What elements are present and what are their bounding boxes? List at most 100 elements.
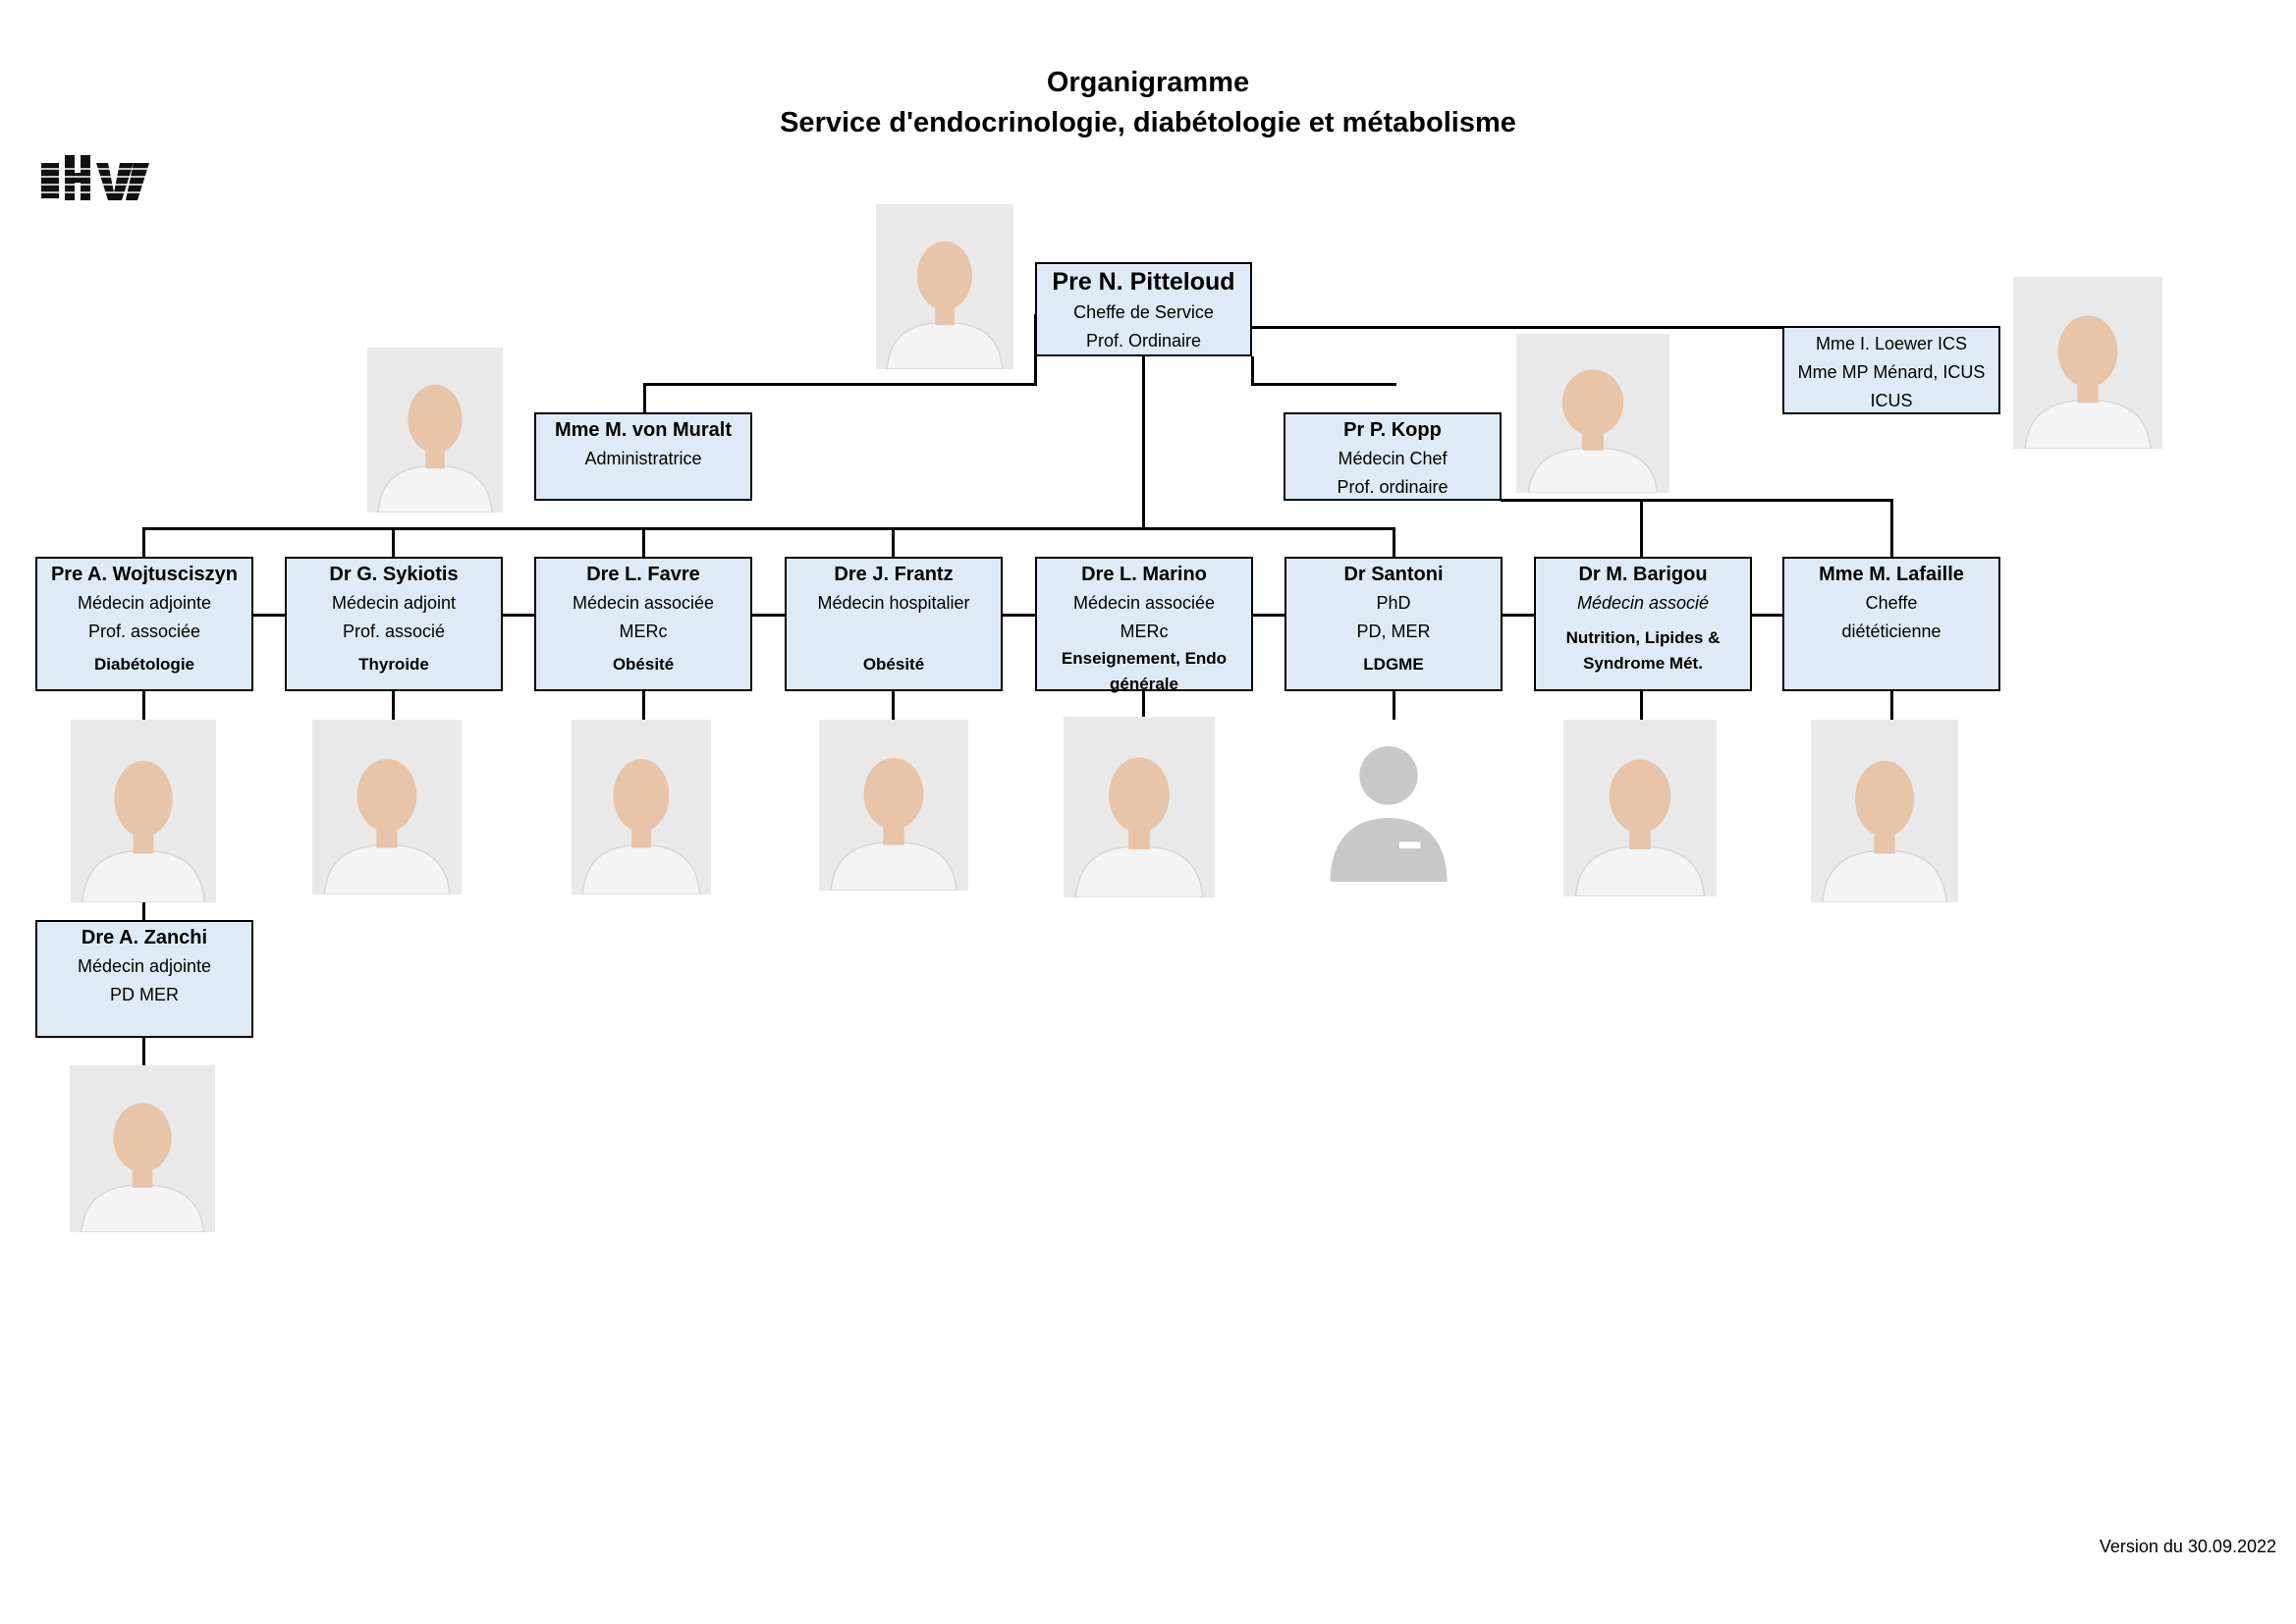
favre-name: Dre L. Favre: [586, 564, 700, 585]
photo-von-muralt: [367, 348, 503, 513]
kopp-name: Pr P. Kopp: [1343, 419, 1442, 441]
connector-photo-5: [1142, 690, 1145, 720]
portrait-silhouette: [1516, 334, 1669, 493]
frantz-name: Dre J. Frantz: [834, 564, 954, 585]
connector-drop-6: [1393, 527, 1395, 558]
connector-barigou-v: [1640, 499, 1643, 558]
connector-admin-v: [643, 383, 646, 414]
connector-kopp-down-h: [1501, 499, 1893, 502]
connector-photo-2: [392, 690, 395, 720]
connector-photo-6: [1393, 690, 1395, 720]
box-chief: Pre N. Pitteloud Cheffe de Service Prof.…: [1035, 262, 1252, 356]
connector-zanchi-v: [142, 898, 145, 920]
sykiotis-name: Dr G. Sykiotis: [329, 564, 459, 585]
favre-role: Médecin associée: [572, 593, 715, 613]
photo-barigou: [1563, 720, 1717, 896]
chuv-logo: [39, 155, 153, 200]
lafaille-name: Mme M. Lafaille: [1819, 564, 1964, 585]
box-frantz: Dre J. Frantz Médecin hospitalier Obésit…: [785, 557, 1003, 691]
box-marino: Dre L. Marino Médecin associée MERc Ense…: [1035, 557, 1253, 693]
photo-frantz: [819, 720, 968, 891]
portrait-silhouette: [2013, 277, 2162, 449]
connector-photo-4: [892, 690, 895, 720]
chief-role: Cheffe de Service: [1073, 302, 1214, 322]
santoni-title: PD, MER: [1356, 622, 1431, 641]
frantz-role: Médecin hospitalier: [817, 593, 970, 613]
box-favre: Dre L. Favre Médecin associée MERc Obési…: [534, 557, 752, 691]
nursing-line3: ICUS: [1870, 391, 1913, 410]
connector-level2-h: [142, 527, 1395, 530]
connector-lafaille-v: [1890, 499, 1893, 558]
favre-specialty: Obésité: [612, 655, 675, 674]
connector-photo-8: [1890, 690, 1893, 720]
chart-subtitle: Service d'endocrinologie, diabétologie e…: [780, 107, 1516, 138]
barigou-name: Dr M. Barigou: [1578, 564, 1708, 585]
version-label: Version du 30.09.2022: [2099, 1537, 2276, 1556]
photo-lafaille: [1811, 720, 1958, 902]
portrait-silhouette: [876, 204, 1013, 369]
barigou-specialty: Nutrition, Lipides & Syndrome Mét.: [1565, 628, 1721, 673]
connector-nursing-h: [1251, 326, 1783, 329]
connector-drop-3: [642, 527, 645, 558]
connector-drop-4: [892, 527, 895, 558]
zanchi-role: Médecin adjointe: [77, 956, 212, 976]
nursing-line2: Mme MP Ménard, ICUS: [1797, 362, 1986, 382]
box-kopp: Pr P. Kopp Médecin Chef Prof. ordinaire: [1284, 412, 1502, 501]
kopp-title: Prof. ordinaire: [1337, 477, 1449, 497]
kopp-role: Médecin Chef: [1338, 449, 1448, 468]
photo-favre: [572, 720, 711, 894]
box-santoni: Dr Santoni PhD PD, MER LDGME: [1285, 557, 1503, 691]
sykiotis-title: Prof. associé: [342, 622, 446, 641]
santoni-specialty: LDGME: [1363, 655, 1424, 674]
box-admin: Mme M. von Muralt Administratrice: [534, 412, 752, 501]
chart-title: Organigramme: [1046, 67, 1250, 98]
santoni-name: Dr Santoni: [1343, 564, 1444, 585]
admin-name: Mme M. von Muralt: [554, 419, 732, 441]
marino-name: Dre L. Marino: [1081, 564, 1207, 585]
connector-drop-2: [392, 527, 395, 558]
connector-kopp-h: [1251, 383, 1396, 386]
chief-name: Pre N. Pitteloud: [1052, 268, 1235, 296]
box-wojtusciszyn: Pre A. Wojtusciszyn Médecin adjointe Pro…: [35, 557, 253, 691]
connector-photo-1: [142, 690, 145, 720]
wojtusciszyn-name: Pre A. Wojtusciszyn: [50, 564, 239, 585]
portrait-silhouette: [71, 720, 216, 902]
favre-title: MERc: [619, 622, 668, 641]
connector-drop-1: [142, 527, 145, 558]
nursing-line1: Mme I. Loewer ICS: [1815, 334, 1968, 353]
sykiotis-specialty: Thyroide: [358, 655, 429, 674]
wojtusciszyn-role: Médecin adjointe: [77, 593, 212, 613]
photo-pitteloud: [876, 204, 1013, 369]
admin-role: Administratrice: [584, 449, 702, 468]
photo-sykiotis: [312, 720, 462, 894]
photo-loewer: [2013, 277, 2162, 449]
connector-admin-h: [643, 383, 1036, 386]
sykiotis-role: Médecin adjoint: [331, 593, 457, 613]
portrait-silhouette: [367, 348, 503, 513]
connector-zanchi-photo: [142, 1036, 145, 1065]
box-barigou: Dr M. Barigou Médecin associé Nutrition,…: [1534, 557, 1752, 691]
connector-chief-down: [1142, 356, 1145, 530]
portrait-silhouette: [70, 1065, 215, 1232]
portrait-silhouette: [1563, 720, 1717, 896]
wojtusciszyn-specialty: Diabétologie: [93, 655, 194, 674]
box-sykiotis: Dr G. Sykiotis Médecin adjoint Prof. ass…: [285, 557, 503, 691]
person-placeholder-icon: [1330, 746, 1448, 882]
zanchi-title: PD MER: [109, 985, 179, 1004]
wojtusciszyn-title: Prof. associée: [87, 622, 201, 641]
lafaille-title: diététicienne: [1841, 622, 1941, 641]
portrait-silhouette: [312, 720, 462, 894]
connector-row-h: [250, 614, 1782, 617]
santoni-degree: PhD: [1376, 593, 1411, 613]
portrait-silhouette: [1811, 720, 1958, 902]
lafaille-role: Cheffe: [1865, 593, 1918, 613]
portrait-silhouette: [1064, 717, 1215, 897]
connector-photo-3: [642, 690, 645, 720]
box-nursing: Mme I. Loewer ICS Mme MP Ménard, ICUS IC…: [1782, 326, 2000, 414]
connector-photo-7: [1640, 690, 1643, 720]
portrait-silhouette: [572, 720, 711, 894]
frantz-specialty: Obésité: [862, 655, 925, 674]
zanchi-name: Dre A. Zanchi: [81, 927, 208, 948]
connector-kopp-v: [1251, 356, 1254, 386]
marino-specialty: Enseignement, Endo générale: [1061, 649, 1228, 693]
